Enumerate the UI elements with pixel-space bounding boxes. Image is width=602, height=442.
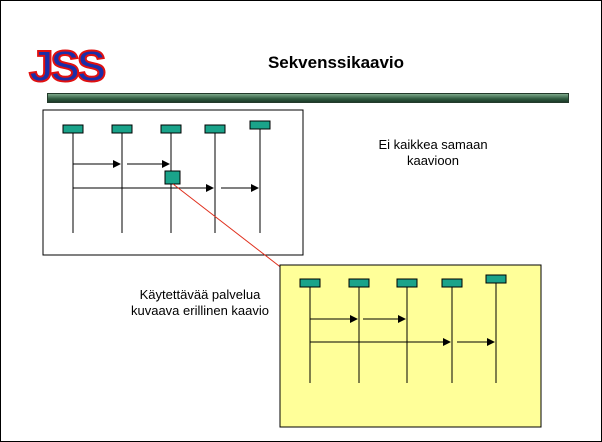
- object-box: [348, 278, 370, 288]
- title-divider: [47, 93, 569, 103]
- object-box: [485, 274, 507, 284]
- lifelines-service: [309, 279, 497, 383]
- object-box: [160, 124, 182, 134]
- sequence-diagram-service: [279, 264, 542, 428]
- object-box: [249, 120, 271, 130]
- slide-title: Sekvenssikaavio: [267, 53, 405, 72]
- object-box: [204, 124, 226, 134]
- callout-connector: [172, 183, 284, 270]
- note-separate-diagram: Käytettävää palvelua kuvaava erillinen k…: [130, 287, 270, 318]
- object-box: [299, 278, 321, 288]
- service-call-box: [164, 170, 181, 185]
- objects-main: [62, 120, 271, 134]
- messages-service: [310, 315, 495, 346]
- object-box: [441, 278, 463, 288]
- object-box: [396, 278, 418, 288]
- object-box: [111, 124, 133, 134]
- object-box: [62, 124, 84, 134]
- objects-service: [299, 274, 507, 288]
- messages-main: [73, 160, 259, 192]
- note-not-everything: Ei kaikkea samaan kaavioon: [378, 137, 488, 168]
- svg-text:JSS: JSS: [29, 42, 105, 87]
- jss-logo: JSS: [28, 41, 107, 87]
